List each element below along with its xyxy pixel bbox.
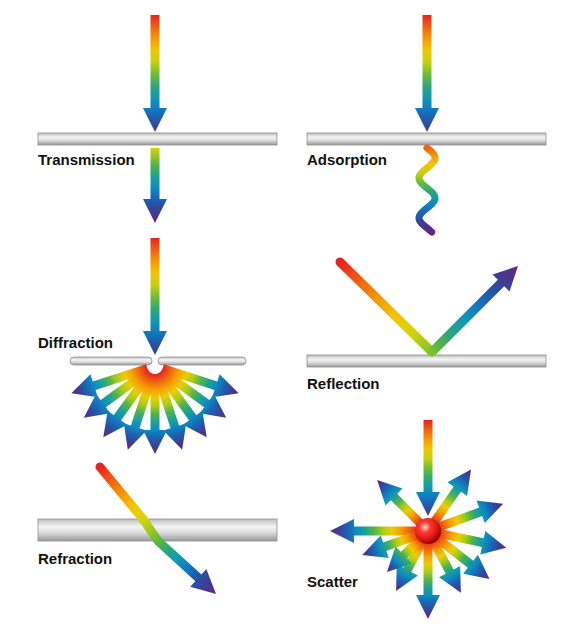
light-ray <box>157 374 175 430</box>
panel-label: Scatter <box>307 573 358 590</box>
ray-arrowhead <box>143 108 167 132</box>
ray-arrowhead <box>477 501 504 524</box>
light-ray <box>423 15 432 110</box>
ray-arrowhead <box>416 595 440 619</box>
light-ray <box>151 15 160 110</box>
ray-arrowhead <box>143 331 167 355</box>
ray-arrowhead <box>163 423 186 450</box>
light-ray <box>424 420 433 494</box>
ray-arrowhead <box>183 411 207 437</box>
ray-arrowhead <box>103 411 127 437</box>
light-ray <box>151 238 160 333</box>
light-ray <box>151 148 160 201</box>
ray-arrowhead <box>396 564 418 591</box>
ray-arrowhead <box>362 535 389 558</box>
light-ray <box>424 541 433 597</box>
panel-label: Adsorption <box>307 151 387 168</box>
light-ray <box>340 262 432 352</box>
ray-arrowhead <box>143 430 167 454</box>
light-ray <box>392 495 421 524</box>
ray-arrowhead <box>330 519 354 543</box>
light-ray <box>383 534 419 547</box>
ray-arrowhead <box>415 108 439 132</box>
ray-arrowhead <box>124 423 147 450</box>
ray-arrowhead <box>200 394 226 418</box>
light-ray <box>433 540 451 574</box>
ray-arrowhead <box>387 547 412 572</box>
light-ray <box>437 511 482 528</box>
ray-arrowhead <box>190 569 216 594</box>
scatter-particle <box>415 518 441 544</box>
light-ray <box>100 467 143 519</box>
light-ray <box>158 541 200 579</box>
surface-bar <box>307 355 546 367</box>
light-ray <box>432 281 503 352</box>
ray-arrowhead <box>493 266 518 291</box>
ray-arrowhead <box>447 470 471 497</box>
surface-bar <box>158 357 246 365</box>
ray-arrowhead <box>212 374 239 397</box>
surface-bar <box>307 133 546 145</box>
surface-bar <box>38 133 277 145</box>
ray-arrowhead <box>71 374 98 397</box>
ray-arrowhead <box>377 480 402 505</box>
light-ray <box>92 368 148 386</box>
panel-label: Transmission <box>38 151 135 168</box>
ray-arrowhead <box>439 566 461 593</box>
panel-label: Refraction <box>38 550 112 567</box>
ray-arrowhead <box>143 199 167 223</box>
surface-bar <box>70 357 152 365</box>
surface-bar <box>38 519 277 541</box>
absorbed-wave <box>419 148 435 232</box>
panel-label: Reflection <box>307 375 380 392</box>
panel-label: Diffraction <box>38 334 113 351</box>
ray-arrowhead <box>480 531 506 554</box>
ray-arrowhead <box>463 555 489 579</box>
light-ray <box>143 519 158 541</box>
ray-arrowhead <box>84 394 110 418</box>
